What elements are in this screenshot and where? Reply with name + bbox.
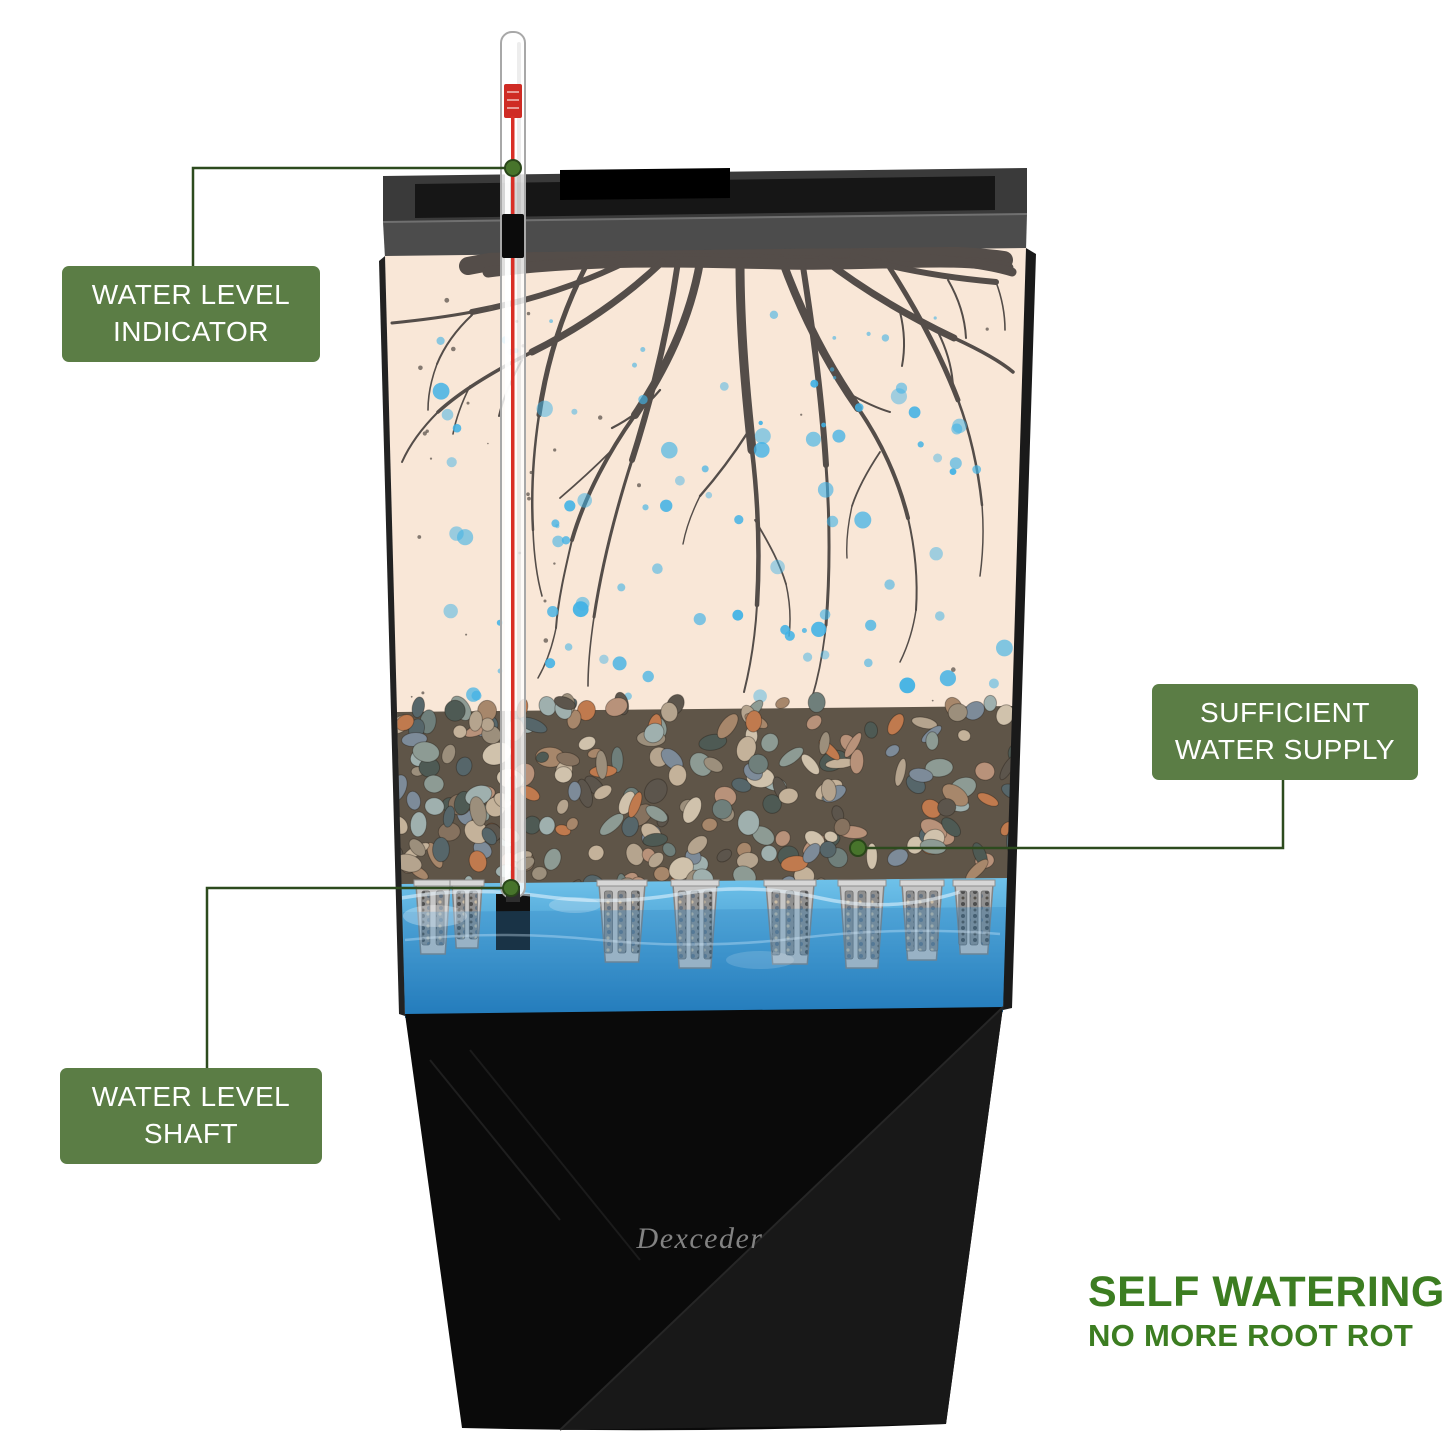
planter-rim [382, 168, 1028, 258]
water-surface [400, 887, 1006, 1018]
gravel-layer [397, 691, 1013, 895]
brand-logo: Dexceder [636, 1222, 764, 1255]
headline-title: SELF WATERING [1088, 1268, 1445, 1316]
planter-side-edges [379, 248, 1036, 1016]
shaft-connector-line [205, 886, 503, 1070]
water-level-shaft-label: WATER LEVEL SHAFT [60, 1068, 322, 1164]
label-line: WATER LEVEL [91, 279, 291, 311]
soil-cross-section [385, 248, 1026, 726]
label-line: WATER SUPPLY [1174, 734, 1396, 765]
label-line: INDICATOR [113, 316, 269, 347]
water-level-indicator-tube [500, 31, 526, 902]
headline: SELF WATERING NO MORE ROOT ROT [1088, 1268, 1445, 1356]
indicator-anchor-dot [504, 159, 522, 177]
indicator-connector-line [191, 166, 506, 270]
root-system [390, 246, 1017, 699]
max-level-marker [504, 84, 522, 118]
shaft-anchor-dot [502, 879, 520, 897]
label-line: SHAFT [143, 1118, 239, 1149]
callout-connectors [191, 159, 1285, 1070]
supply-connector-line [866, 780, 1285, 850]
label-line: SUFFICIENT [1200, 697, 1370, 729]
root-baskets [413, 879, 996, 969]
label-line: WATER LEVEL [91, 1081, 291, 1113]
sufficient-water-supply-label: SUFFICIENT WATER SUPPLY [1152, 684, 1418, 780]
headline-subtitle: NO MORE ROOT ROT [1088, 1318, 1414, 1354]
water-level-indicator-label: WATER LEVEL INDICATOR [62, 266, 320, 362]
planter-base: Dexceder [405, 1006, 1004, 1431]
indicator-float-rod [511, 116, 515, 892]
supply-anchor-dot [849, 839, 867, 857]
water-level-shaft-block [496, 894, 530, 950]
